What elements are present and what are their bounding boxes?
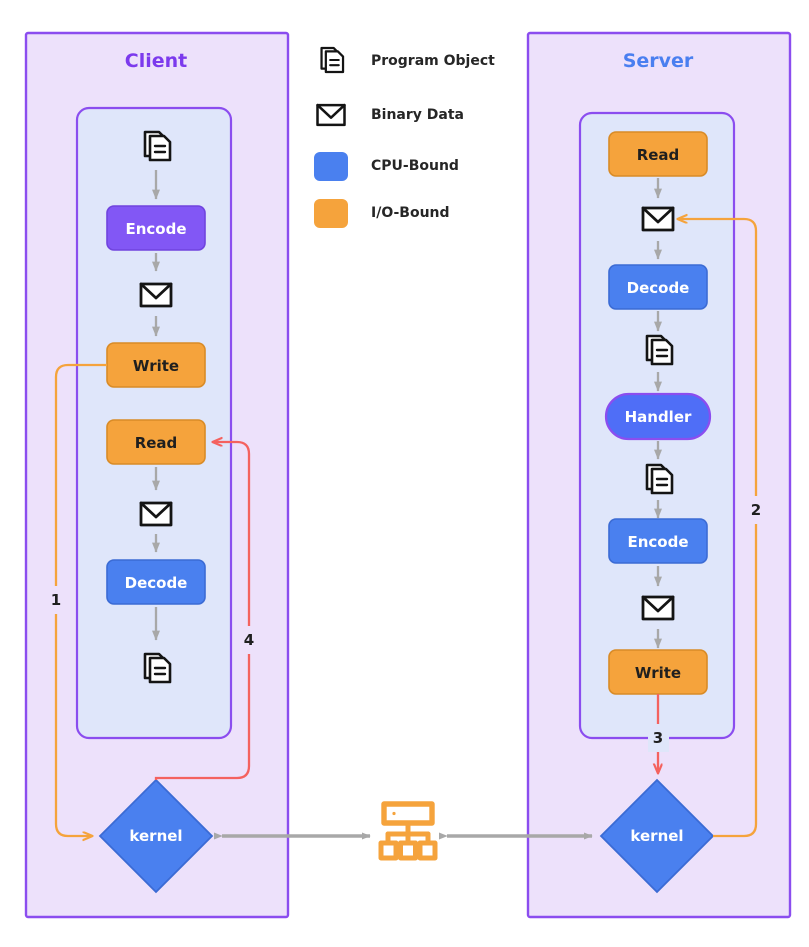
edge-1-label: 1 — [51, 591, 61, 609]
server-handler-label: Handler — [625, 408, 692, 426]
server-title: Server — [623, 50, 694, 72]
legend-item-cpu-bound: CPU-Bound — [314, 152, 459, 181]
edge-3-label: 3 — [653, 729, 663, 747]
server-handler-node[interactable]: Handler — [604, 392, 712, 441]
server-write-label: Write — [635, 664, 681, 682]
envelope-icon — [316, 103, 346, 127]
client-decode-node[interactable]: Decode — [106, 559, 206, 605]
server-read-node[interactable]: Read — [608, 131, 708, 177]
server-decode-label: Decode — [627, 279, 690, 297]
client-read-label: Read — [135, 434, 178, 452]
cpu-bound-swatch-icon — [314, 152, 348, 181]
server-encode-label: Encode — [627, 533, 688, 551]
client-encode-node[interactable]: Encode — [106, 205, 206, 251]
server-encode-node[interactable]: Encode — [608, 518, 708, 564]
client-binary-data-icon-bottom — [139, 501, 173, 527]
legend: Program Object Binary Data CPU-Bound I/O… — [314, 46, 495, 228]
client-read-node[interactable]: Read — [106, 419, 206, 465]
io-bound-swatch-icon — [314, 199, 348, 228]
edge-4-label: 4 — [244, 631, 254, 649]
legend-item-binary-data: Binary Data — [316, 103, 464, 127]
server-decode-node[interactable]: Decode — [608, 264, 708, 310]
edge-2-path — [678, 219, 758, 838]
edge-2-label-bg — [746, 496, 767, 524]
client-write-label: Write — [133, 357, 179, 375]
legend-label-io-bound: I/O-Bound — [371, 205, 450, 221]
client-title: Client — [125, 50, 187, 72]
edge-4-label-bg — [239, 626, 260, 654]
client-kernel-node[interactable]: kernel — [98, 778, 214, 894]
client-decode-label: Decode — [125, 574, 188, 592]
server-kernel-node[interactable]: kernel — [599, 778, 715, 894]
program-object-icon — [320, 46, 345, 74]
server-binary-data-icon-top — [641, 206, 675, 232]
edge-2-label: 2 — [751, 501, 761, 519]
legend-label-cpu-bound: CPU-Bound — [371, 158, 459, 174]
legend-label-binary-data: Binary Data — [371, 107, 464, 123]
client-kernel-label: kernel — [129, 827, 182, 845]
edge-3-label-bg-inner — [648, 724, 669, 752]
server-read-label: Read — [637, 146, 680, 164]
client-binary-data-icon-top — [139, 282, 173, 308]
legend-item-program-object: Program Object — [320, 46, 495, 74]
network-sitemap-icon — [378, 801, 438, 861]
server-binary-data-icon-bottom — [641, 595, 675, 621]
edge-1-label-bg — [45, 586, 67, 614]
legend-label-program-object: Program Object — [371, 53, 495, 69]
edge-4-path — [154, 442, 251, 780]
client-encode-label: Encode — [125, 220, 186, 238]
server-kernel-label: kernel — [630, 827, 683, 845]
legend-item-io-bound: I/O-Bound — [314, 199, 450, 228]
client-write-node[interactable]: Write — [106, 342, 206, 388]
server-write-node[interactable]: Write — [608, 649, 708, 695]
